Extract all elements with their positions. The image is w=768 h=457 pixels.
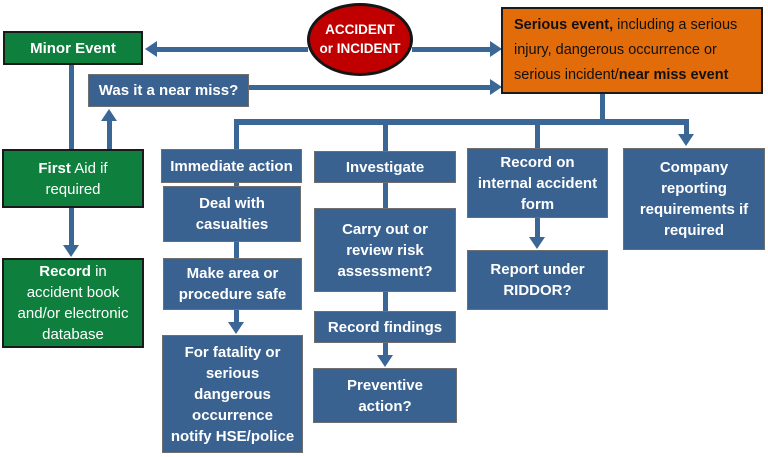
connector-makesafe-to-fatality [234,310,239,323]
node-internal-accident-form: Record on internal accident form [467,148,608,218]
accident-label: ACCIDENT or INCIDENT [319,22,401,56]
connector-immediate-to-casualties [234,182,239,188]
near-miss-label: Was it a near miss? [98,82,239,99]
connector-investigate-to-risk [383,183,388,208]
node-company-reporting: Company reporting requirements if requir… [623,148,765,250]
connector-findings-to-preventive [383,343,388,356]
node-minor-event: Minor Event [3,31,143,65]
arrowhead-down-to-riddor [529,237,545,249]
make-safe-label: Make area or procedure safe [178,265,287,303]
node-make-area-safe: Make area or procedure safe [163,258,302,310]
connector-branch-to-internalform [535,119,540,148]
node-investigate: Investigate [314,151,456,183]
connector-branch-horizontal [234,119,689,125]
arrowhead-down-to-recordbook [63,245,79,257]
first-aid-bold: First [38,159,71,177]
node-deal-with-casualties: Deal with casualties [163,186,301,242]
arrowhead-up-to-nearmiss [101,109,117,121]
casualties-label: Deal with casualties [195,195,269,233]
node-notify-hse-police: For fatality or serious dangerous occurr… [162,335,303,453]
connector-firstaid-to-recordbook [69,208,74,245]
connector-risk-to-findings [383,292,388,311]
connector-accident-to-minor [157,47,308,52]
company-reporting-label: Company reporting requirements if requir… [639,159,749,239]
arrowhead-down-to-fatality [228,322,244,334]
connector-firstaid-to-nearmiss [107,120,112,149]
node-near-miss-question: Was it a near miss? [88,74,249,107]
serious-event-text: Serious event, including a serious injur… [514,13,750,88]
fatality-label: For fatality or serious dangerous occurr… [170,343,295,445]
arrowhead-right-nearmiss-to-serious [490,79,502,95]
riddor-label: Report under RIDDOR? [490,261,585,299]
connector-casualties-to-makesafe [234,241,239,258]
node-report-under-riddor: Report under RIDDOR? [467,250,608,310]
node-risk-assessment: Carry out or review risk assessment? [314,208,456,292]
record-book-rest: in accident book and/or electronic datab… [17,263,129,343]
serious-event-regular: including a serious injury, dangerous oc… [514,17,738,83]
serious-event-bold-lead: Serious event, [514,17,614,34]
serious-event-bold-tail: near miss event [618,66,729,83]
node-record-in-accident-book: Record in accident book and/or electroni… [2,258,144,348]
first-aid-text: First Aid if required [38,158,107,200]
immediate-action-label: Immediate action [170,157,293,175]
preventive-action-label: Preventive action? [347,376,423,415]
record-book-bold: Record [39,263,91,280]
arrowhead-down-to-preventive [377,355,393,367]
connector-minor-to-firstaid [69,64,74,149]
node-accident-or-incident: ACCIDENT or INCIDENT [307,3,413,76]
arrowhead-down-to-company [678,134,694,146]
node-immediate-action: Immediate action [161,149,302,183]
connector-branch-to-company [684,119,689,135]
connector-branch-to-immediate [234,119,239,149]
risk-assessment-label: Carry out or review risk assessment? [337,220,433,280]
connector-nearmiss-to-serious [249,85,490,90]
arrowhead-left-to-minor [145,41,157,57]
connector-internalform-to-riddor [535,218,540,238]
connector-accident-to-serious [412,47,490,52]
first-aid-rest: Aid if required [45,159,108,198]
node-record-findings: Record findings [314,311,456,343]
record-findings-label: Record findings [327,318,443,336]
record-book-text: Record in accident book and/or electroni… [18,261,129,345]
arrowhead-right-to-serious [490,41,502,57]
node-first-aid: First Aid if required [2,149,144,208]
connector-serious-drop [600,94,605,121]
node-preventive-action: Preventive action? [313,368,457,423]
investigate-label: Investigate [345,158,425,176]
node-serious-event: Serious event, including a serious injur… [501,7,763,94]
minor-event-label: Minor Event [30,39,116,57]
internal-form-label: Record on internal accident form [477,153,598,213]
connector-branch-to-investigate [383,119,388,151]
